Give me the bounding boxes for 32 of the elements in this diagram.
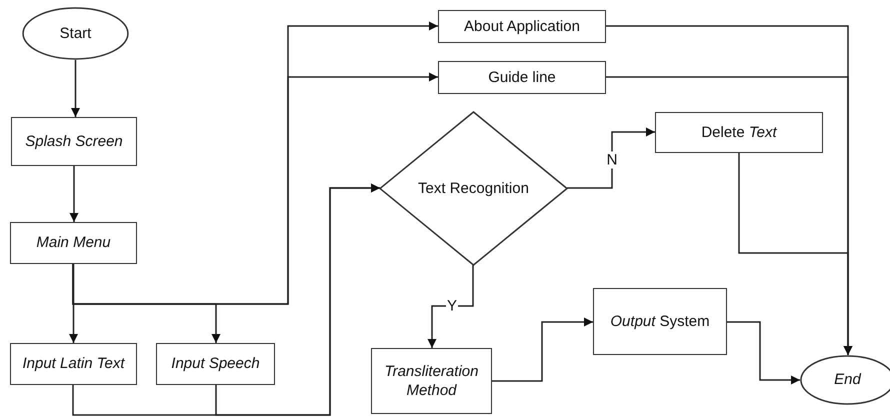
node-label: Text Recognition <box>418 178 529 198</box>
process-box <box>438 10 606 43</box>
process-box <box>655 112 823 153</box>
process-box <box>10 343 137 385</box>
node-label: Start <box>60 24 92 44</box>
arrow <box>727 321 800 384</box>
node-label: Delete Text <box>701 122 777 142</box>
arrow <box>71 60 80 117</box>
node-label: Output System <box>610 312 710 332</box>
process-box <box>593 288 727 355</box>
process-box <box>371 348 492 414</box>
arrow <box>69 264 78 343</box>
node-label: Transliteration Method <box>384 362 480 400</box>
node-label: Guide line <box>488 68 556 88</box>
arrow <box>567 128 655 189</box>
edge-label: N <box>606 152 618 168</box>
arrow <box>428 265 474 348</box>
node-label: Input Latin Text <box>22 354 125 374</box>
process-box <box>10 222 137 264</box>
arrow <box>215 184 380 416</box>
arrow <box>72 72 438 305</box>
node-label: Main Menu <box>36 233 111 253</box>
node-label: About Application <box>464 16 580 36</box>
node-label: End <box>834 370 861 390</box>
arrow <box>492 318 593 382</box>
node-label: Input Speech <box>171 354 260 374</box>
arrow <box>738 153 852 355</box>
node-label: Splash Screen <box>25 132 123 152</box>
arrow <box>70 166 78 222</box>
process-box <box>11 117 137 166</box>
process-box <box>438 61 606 94</box>
process-box <box>156 343 275 385</box>
